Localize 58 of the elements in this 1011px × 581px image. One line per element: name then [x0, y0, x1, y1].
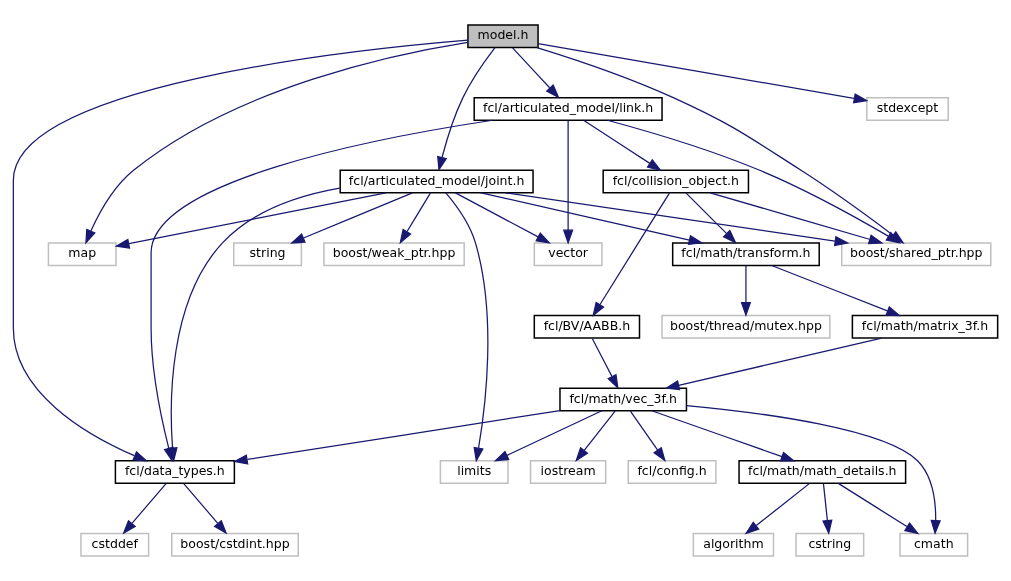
arrow: [504, 192, 850, 247]
node-box: vector: [533, 242, 603, 267]
node-box: fcl/BV/AABB.h: [533, 314, 641, 339]
arrow: [582, 119, 662, 172]
arrow: [114, 192, 387, 249]
node-box: algorithm: [692, 532, 775, 557]
arrow: [445, 192, 489, 463]
node-box: model.h: [467, 24, 539, 49]
node-box: boost/shared_ptr.hpp: [841, 242, 992, 267]
arrow: [709, 192, 884, 245]
node-box: fcl/collision_object.h: [602, 169, 750, 194]
node-box: fcl/config.h: [627, 460, 717, 485]
arrow: [664, 337, 883, 391]
arrow: [454, 192, 551, 244]
node-box: stdexcept: [866, 96, 949, 121]
arrow: [437, 47, 496, 172]
node-box: string: [233, 242, 303, 267]
arrow: [575, 410, 616, 462]
arrow: [651, 410, 796, 462]
arrow: [537, 43, 869, 104]
node-box: cstddef: [80, 532, 150, 557]
arrow: [399, 192, 431, 245]
node-box: cstring: [795, 532, 865, 557]
node-box: cmath: [899, 532, 969, 557]
node-box: iostream: [529, 460, 607, 485]
arrow: [232, 409, 561, 465]
node-box: fcl/articulated_model/link.h: [473, 96, 663, 121]
arrow: [290, 192, 414, 244]
arrow: [606, 119, 901, 244]
node-box: fcl/math/matrix_3f.h: [851, 314, 999, 339]
node-box: fcl/data_types.h: [114, 460, 236, 485]
arrow: [562, 119, 574, 245]
node-box: fcl/math/vec_3f.h: [559, 387, 688, 412]
arrow: [183, 483, 228, 535]
arrow: [122, 483, 167, 535]
arrow: [629, 410, 666, 462]
arrow: [686, 404, 941, 536]
arrow: [511, 47, 560, 99]
node-box: limits: [439, 460, 509, 485]
node-box: boost/weak_ptr.hpp: [323, 242, 465, 267]
arrow: [837, 482, 920, 535]
node-box: map: [47, 242, 117, 267]
arrow: [591, 337, 619, 390]
arrow: [740, 265, 752, 318]
arrow: [744, 482, 811, 535]
arrow: [85, 41, 469, 245]
node-box: fcl/math/transform.h: [671, 242, 820, 267]
arrow: [480, 192, 704, 246]
arrow: [770, 264, 902, 317]
node-box: boost/cstdint.hpp: [171, 532, 299, 557]
arrow: [685, 192, 737, 244]
arrow: [493, 410, 603, 462]
arrow: [822, 483, 833, 535]
arrow: [592, 192, 671, 317]
arrow: [167, 187, 341, 463]
node-box: fcl/articulated_model/joint.h: [339, 169, 534, 194]
node-box: boost/thread/mutex.hpp: [661, 314, 831, 339]
node-box: fcl/math/math_details.h: [738, 460, 907, 485]
